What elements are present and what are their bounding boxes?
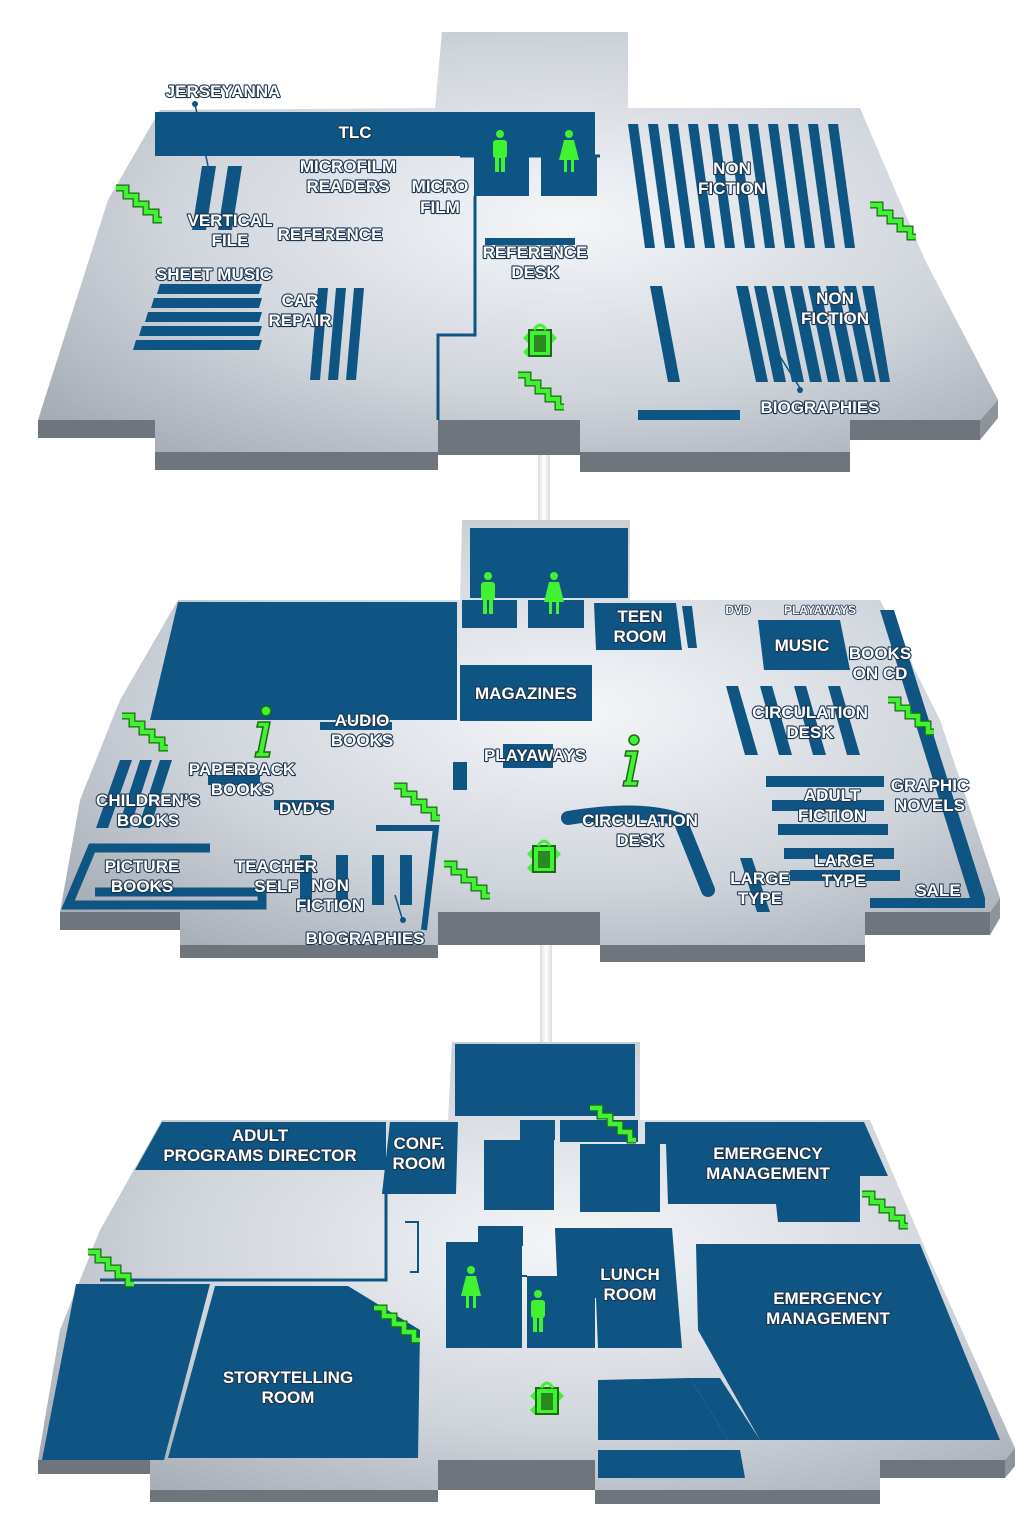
label-non-fiction: FICTION [698, 179, 766, 198]
label-car-repair: CAR [282, 291, 319, 310]
room-block [150, 602, 457, 720]
label-storytelling-room: ROOM [262, 1388, 315, 1407]
middle-floor: TEEN ROOM DVD PLAYAWAYS MUSIC BOOKS ON C… [60, 520, 1000, 962]
label-playaways: PLAYAWAYS [484, 746, 586, 765]
elevator-icon [521, 323, 559, 359]
label-micro-film: FILM [420, 198, 460, 217]
label-dvds: DVD’S [279, 799, 331, 818]
label-childrens-books: CHILDREN’S [96, 791, 200, 810]
label-microfilm-readers: MICROFILM [300, 157, 396, 176]
label-conf-room: ROOM [393, 1154, 446, 1173]
lower-floor: ADULT PROGRAMS DIRECTOR CONF. ROOM EMERG… [38, 1042, 1015, 1504]
label-books-on-cd: ON CD [853, 664, 908, 683]
label-paperback-books: PAPERBACK [189, 760, 296, 779]
label-tlc: TLC [338, 123, 371, 142]
label-audio-books: AUDIO [335, 711, 390, 730]
label-picture-books: BOOKS [111, 877, 173, 896]
label-non-fiction: NON [713, 159, 751, 178]
label-graphic-novels: NOVELS [895, 796, 965, 815]
elevator-shaft [540, 935, 552, 1045]
label-teacher-self: SELF [254, 877, 297, 896]
label-teen-room: TEEN [617, 607, 662, 626]
label-dvd: DVD [725, 603, 751, 617]
label-teen-room: ROOM [614, 627, 667, 646]
label-graphic-novels: GRAPHIC [891, 776, 969, 795]
label-non-fiction: FICTION [296, 896, 364, 915]
label-childrens-books: BOOKS [117, 811, 179, 830]
elevator-icon [525, 839, 563, 875]
label-non-fiction: FICTION [801, 309, 869, 328]
label-adult-programs-director: PROGRAMS DIRECTOR [163, 1146, 356, 1165]
label-emergency-management: MANAGEMENT [706, 1164, 830, 1183]
label-emergency-management: EMERGENCY [773, 1289, 883, 1308]
label-large-type: LARGE [730, 869, 790, 888]
label-storytelling-room: STORYTELLING [223, 1368, 353, 1387]
label-picture-books: PICTURE [105, 857, 180, 876]
label-lunch-room: LUNCH [600, 1265, 660, 1284]
label-sheet-music: SHEET MUSIC [156, 265, 272, 284]
label-biographies: BIOGRAPHIES [760, 398, 879, 417]
label-music: MUSIC [775, 636, 830, 655]
label-vertical-file: FILE [212, 231, 249, 250]
label-adult-fiction: ADULT [804, 786, 861, 805]
label-non-fiction: NON [311, 876, 349, 895]
label-sale: SALE [915, 881, 960, 900]
label-large-type: LARGE [814, 851, 874, 870]
label-reference-desk: DESK [511, 263, 559, 282]
label-circulation-desk: CIRCULATION [752, 703, 868, 722]
label-non-fiction: NON [816, 289, 854, 308]
label-lunch-room: ROOM [604, 1285, 657, 1304]
label-playaways: PLAYAWAYS [784, 603, 856, 617]
label-large-type: TYPE [822, 871, 866, 890]
label-circulation-desk: CIRCULATION [582, 811, 698, 830]
label-audio-books: BOOKS [331, 731, 393, 750]
label-emergency-management: MANAGEMENT [766, 1309, 890, 1328]
upper-floor: JERSEYANNA TLC MICROFILM READERS MICRO F… [38, 32, 998, 472]
label-paperback-books: BOOKS [211, 780, 273, 799]
label-large-type: TYPE [738, 889, 782, 908]
label-conf-room: CONF. [394, 1134, 445, 1153]
label-emergency-management: EMERGENCY [713, 1144, 823, 1163]
label-teacher-self: TEACHER [235, 857, 317, 876]
label-jerseyanna: JERSEYANNA [166, 82, 281, 101]
label-microfilm-readers: READERS [306, 177, 389, 196]
label-adult-fiction: FICTION [798, 806, 866, 825]
label-books-on-cd: BOOKS [849, 644, 911, 663]
label-biographies: BIOGRAPHIES [305, 929, 424, 948]
label-adult-programs-director: ADULT [232, 1126, 289, 1145]
label-circulation-desk: DESK [616, 831, 664, 850]
label-reference-desk: REFERENCE [483, 243, 588, 262]
tlc-room [155, 112, 595, 156]
label-reference: REFERENCE [278, 225, 383, 244]
label-micro-film: MICRO [412, 177, 469, 196]
label-vertical-file: VERTICAL [188, 211, 273, 230]
elevator-icon [528, 1381, 566, 1417]
label-car-repair: REPAIR [269, 311, 332, 330]
label-magazines: MAGAZINES [475, 684, 577, 703]
label-circulation-desk: DESK [786, 723, 834, 742]
